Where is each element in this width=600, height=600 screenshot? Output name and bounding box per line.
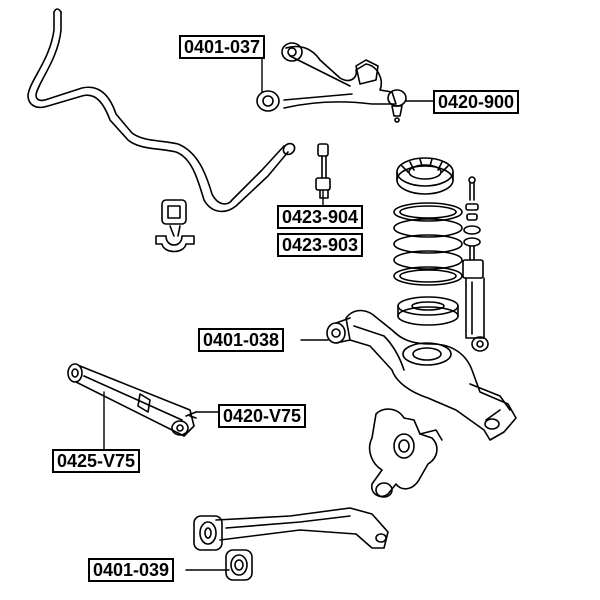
upper-ball-joint xyxy=(387,89,407,123)
part-label-0423-904: 0423-904 xyxy=(277,205,364,229)
part-label-0420-V75: 0420-V75 xyxy=(218,404,307,428)
lower-control-arm xyxy=(193,507,389,551)
part-label-0420-900: 0420-900 xyxy=(433,90,520,114)
part-label-0401-038: 0401-038 xyxy=(198,328,285,352)
shock-absorber xyxy=(462,176,489,352)
spring-pad xyxy=(397,296,459,326)
stabilizer-bar xyxy=(27,8,296,213)
stabilizer-bushing-bracket xyxy=(155,199,195,253)
lateral-arm xyxy=(67,363,197,437)
part-label-0423-903: 0423-903 xyxy=(277,233,364,257)
lower-arm-bushing xyxy=(225,549,253,581)
steering-knuckle xyxy=(368,408,443,498)
coil-spring xyxy=(393,202,463,286)
spring-seat xyxy=(396,157,454,195)
part-label-0401-037: 0401-037 xyxy=(179,35,266,59)
part-label-0401-039: 0401-039 xyxy=(88,558,175,582)
trailing-arm xyxy=(326,309,517,441)
leader-lines xyxy=(103,57,434,571)
upper-control-arm xyxy=(256,42,397,112)
part-label-0425-V75: 0425-V75 xyxy=(52,449,141,473)
